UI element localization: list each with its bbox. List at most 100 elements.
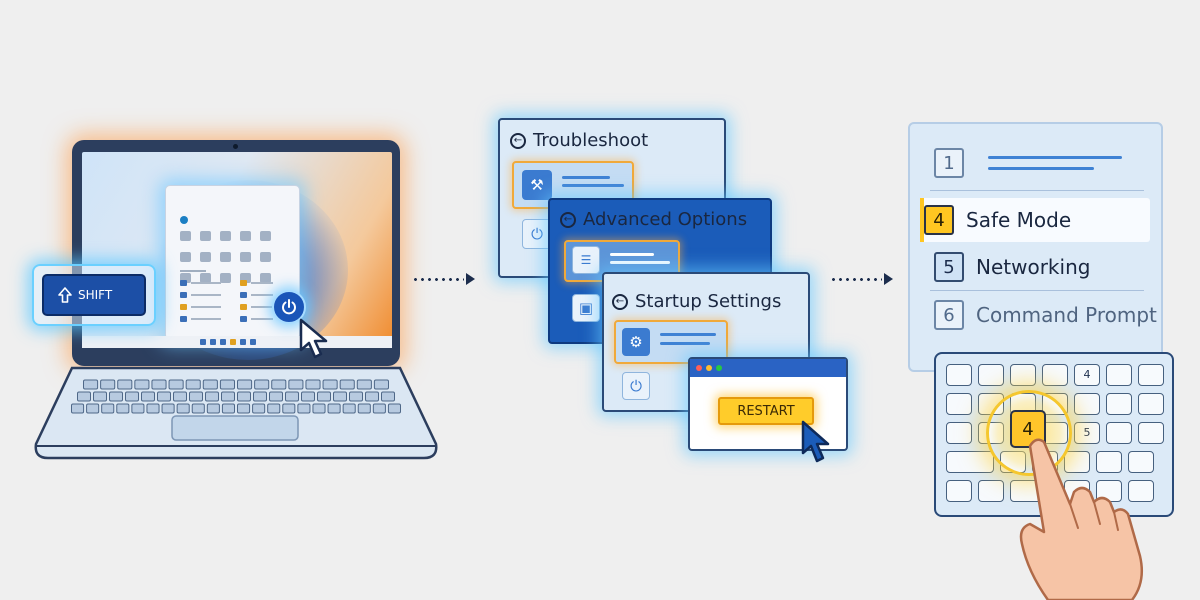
key[interactable] <box>1128 451 1154 473</box>
app-icon[interactable] <box>260 273 271 283</box>
list-item[interactable] <box>240 280 273 286</box>
key[interactable] <box>1064 451 1090 473</box>
laptop-key[interactable] <box>141 391 155 402</box>
laptop-key[interactable] <box>146 403 160 414</box>
close-dot-icon[interactable] <box>696 365 702 371</box>
back-arrow-icon[interactable]: ← <box>612 293 628 310</box>
laptop-key[interactable] <box>253 391 267 402</box>
laptop-key[interactable] <box>372 403 386 414</box>
key-4-top[interactable]: 4 <box>1074 364 1100 386</box>
list-item[interactable] <box>240 316 273 322</box>
window-icon[interactable]: ▣ <box>572 294 600 322</box>
power-button[interactable] <box>272 290 306 324</box>
key[interactable] <box>978 364 1004 386</box>
laptop-key[interactable] <box>327 403 341 414</box>
laptop-key[interactable] <box>202 379 218 390</box>
laptop-key[interactable] <box>312 403 326 414</box>
list-item[interactable] <box>240 304 273 310</box>
laptop-key[interactable] <box>117 379 133 390</box>
key[interactable] <box>946 422 972 444</box>
shift-key[interactable]: SHIFT <box>42 274 146 316</box>
laptop-key[interactable] <box>219 379 235 390</box>
laptop-key[interactable] <box>151 379 167 390</box>
boot-option-1[interactable]: 1 <box>934 148 1122 178</box>
taskbar-icon[interactable] <box>210 339 216 345</box>
laptop-key[interactable] <box>282 403 296 414</box>
list-item[interactable] <box>240 292 273 298</box>
power-icon[interactable]: ⏻ <box>522 219 552 249</box>
laptop-key[interactable] <box>339 379 355 390</box>
laptop-key[interactable] <box>365 391 379 402</box>
laptop-key[interactable] <box>373 379 389 390</box>
taskbar-icon[interactable] <box>200 339 206 345</box>
app-icon[interactable] <box>180 273 191 283</box>
restart-button[interactable]: RESTART <box>718 397 814 425</box>
laptop-key[interactable] <box>116 403 130 414</box>
laptop-key[interactable] <box>322 379 338 390</box>
laptop-key[interactable] <box>86 403 100 414</box>
laptop-key[interactable] <box>125 391 139 402</box>
laptop-key[interactable] <box>305 379 321 390</box>
key[interactable] <box>1128 480 1154 502</box>
back-arrow-icon[interactable]: ← <box>560 211 576 228</box>
laptop-key[interactable] <box>381 391 395 402</box>
key[interactable] <box>1106 364 1132 386</box>
key[interactable] <box>1138 364 1164 386</box>
laptop-key[interactable] <box>387 403 401 414</box>
app-icon[interactable] <box>240 231 251 241</box>
key[interactable] <box>1010 364 1036 386</box>
laptop-key[interactable] <box>333 391 347 402</box>
laptop-key[interactable] <box>356 379 372 390</box>
laptop-key[interactable] <box>168 379 184 390</box>
app-icon[interactable] <box>220 273 231 283</box>
laptop-key[interactable] <box>297 403 311 414</box>
app-icon[interactable] <box>240 273 251 283</box>
laptop-key[interactable] <box>77 391 91 402</box>
laptop-key[interactable] <box>176 403 190 414</box>
laptop-key[interactable] <box>161 403 175 414</box>
laptop-key[interactable] <box>237 403 251 414</box>
laptop-key[interactable] <box>357 403 371 414</box>
laptop-key[interactable] <box>100 379 116 390</box>
app-icon[interactable] <box>260 231 271 241</box>
list-item[interactable] <box>180 316 221 322</box>
taskbar-icon[interactable] <box>250 339 256 345</box>
back-arrow-icon[interactable]: ← <box>510 132 526 149</box>
key[interactable] <box>1138 422 1164 444</box>
laptop-key[interactable] <box>71 403 85 414</box>
laptop-key[interactable] <box>205 391 219 402</box>
laptop-key[interactable] <box>134 379 150 390</box>
laptop-key[interactable] <box>101 403 115 414</box>
laptop-key[interactable] <box>285 391 299 402</box>
taskbar-icon[interactable] <box>240 339 246 345</box>
key[interactable] <box>1106 422 1132 444</box>
key[interactable] <box>946 480 972 502</box>
laptop-key[interactable] <box>93 391 107 402</box>
app-icon[interactable] <box>220 231 231 241</box>
taskbar-icon[interactable] <box>230 339 236 345</box>
laptop-key[interactable] <box>301 391 315 402</box>
app-icon[interactable] <box>220 252 231 262</box>
laptop-key[interactable] <box>83 379 99 390</box>
key-5[interactable]: 5 <box>1074 422 1100 444</box>
app-icon[interactable] <box>180 231 191 241</box>
laptop-key[interactable] <box>237 391 251 402</box>
boot-option-6[interactable]: 6 Command Prompt <box>934 300 1157 330</box>
laptop-key[interactable] <box>221 403 235 414</box>
laptop-key[interactable] <box>254 379 270 390</box>
laptop-key[interactable] <box>221 391 235 402</box>
boot-option-5[interactable]: 5 Networking <box>934 252 1090 282</box>
laptop-key[interactable] <box>349 391 363 402</box>
key[interactable] <box>1042 364 1068 386</box>
maximize-dot-icon[interactable] <box>716 365 722 371</box>
app-icon[interactable] <box>260 252 271 262</box>
key[interactable] <box>1138 393 1164 415</box>
minimize-dot-icon[interactable] <box>706 365 712 371</box>
key[interactable] <box>1106 393 1132 415</box>
key[interactable] <box>946 364 972 386</box>
app-icon[interactable] <box>180 252 191 262</box>
key[interactable] <box>946 451 994 473</box>
laptop-key[interactable] <box>269 391 283 402</box>
laptop-key[interactable] <box>189 391 203 402</box>
laptop-key[interactable] <box>342 403 356 414</box>
